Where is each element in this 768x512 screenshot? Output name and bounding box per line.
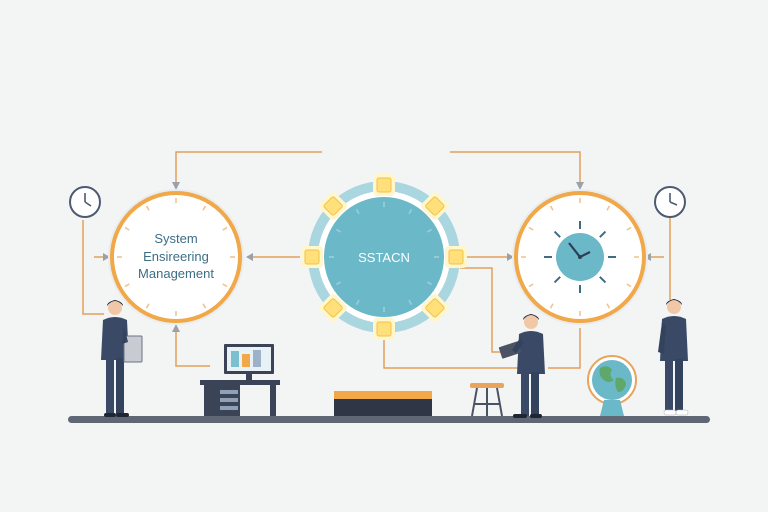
tick-mark [626,283,632,288]
tick-mark [528,283,534,288]
connector-tablet [460,267,505,353]
tick-mark [202,303,207,309]
connector-desk [175,328,210,367]
tick-mark [626,226,632,231]
monitor-icon [224,344,274,380]
tick-mark [145,205,150,211]
clock-face-icon [544,221,616,293]
connector-top-right [450,151,581,186]
tick-mark [549,303,554,309]
tick-mark [599,230,607,238]
tick-mark [426,228,433,233]
node-square [323,298,343,318]
node-square [376,321,392,337]
center-circle: SSTACN [301,174,467,340]
tick-mark [202,205,207,211]
center-circle-label: SSTACN [358,250,410,265]
person-with-tablet [101,300,143,417]
tick-mark [549,205,554,211]
connector-lines [82,151,671,369]
connector-bottom-right [548,328,581,369]
clock-icon [654,186,686,218]
floor-line [68,416,710,423]
bench-icon [334,391,432,416]
tick-mark [408,299,413,306]
node-square [448,249,464,265]
tick-mark [124,283,130,288]
person-standing [658,299,689,416]
tick-mark [553,230,561,238]
tick-mark [606,303,611,309]
tick-mark [335,281,342,286]
tick-mark [355,299,360,306]
desk-icon [200,380,280,416]
connector-left-clock [82,220,104,315]
tick-mark [553,276,561,284]
node-square [304,249,320,265]
node-square [376,177,392,193]
tick-mark [355,208,360,215]
tick-mark [426,281,433,286]
tick-mark [606,205,611,211]
clock-icon [69,186,101,218]
right-circle [512,189,648,325]
tick-mark [124,226,130,231]
tick-mark [222,283,228,288]
left-circle-line-3: Management [138,266,214,281]
globe-icon [587,355,637,416]
left-circle-line-1: System [154,231,197,246]
person-with-device [498,314,545,418]
connector-bottom-center [383,336,520,369]
node-square [425,298,445,318]
connector-top-left [175,151,322,186]
left-circle: System Ensireering Management [108,189,244,325]
tick-mark [335,228,342,233]
tick-mark [599,276,607,284]
tick-mark [408,208,413,215]
node-square [425,196,445,216]
stool-icon [470,383,504,417]
tick-mark [222,226,228,231]
left-circle-line-2: Ensireering [143,249,209,264]
tick-mark [528,226,534,231]
tick-mark [145,303,150,309]
node-square [323,196,343,216]
